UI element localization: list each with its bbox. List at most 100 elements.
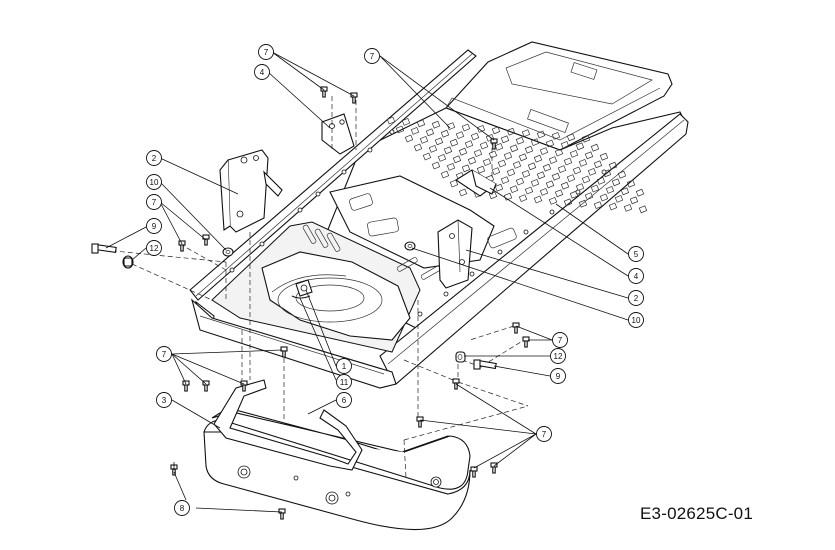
callout-label: 7: [162, 350, 167, 359]
callout-label: 10: [150, 178, 159, 187]
callout-11: 11: [336, 374, 352, 390]
perforation-hole: [536, 130, 546, 139]
perforation-hole: [530, 138, 540, 146]
callout-9: 9: [550, 368, 566, 384]
perforation-hole: [461, 123, 471, 132]
rail-hole: [389, 129, 395, 135]
perforation-hole: [617, 170, 627, 179]
callout-2: 2: [628, 290, 644, 306]
screw: [470, 466, 478, 478]
perforation-hole: [524, 186, 534, 195]
perforation-hole: [548, 156, 558, 164]
callout-label: 9: [152, 222, 157, 231]
perforation-hole: [548, 197, 558, 205]
callout-label: 4: [634, 272, 639, 281]
callout-label: 4: [260, 68, 265, 77]
perforation-hole: [497, 159, 507, 168]
perforation-hole: [569, 150, 579, 158]
perforation-hole: [578, 159, 588, 167]
perforation-hole: [590, 184, 600, 193]
perforation-hole: [587, 168, 597, 176]
perforation-hole: [542, 163, 552, 172]
perforation-hole: [575, 142, 585, 151]
callout-label: 1: [342, 362, 347, 371]
screw: [178, 240, 186, 252]
callout-label: 7: [152, 198, 157, 207]
perforation-hole: [584, 151, 594, 160]
drawing-code: E3-02625C-01: [640, 504, 753, 523]
perforation-hole: [581, 134, 591, 143]
perforation-hole: [449, 138, 459, 147]
perforation-hole: [533, 154, 543, 163]
perforation-hole: [578, 199, 588, 208]
perforation-hole: [452, 155, 462, 164]
perforation-hole: [551, 132, 561, 140]
callout-label: 12: [554, 352, 563, 361]
screw: [490, 462, 498, 474]
perforation-hole: [524, 145, 534, 154]
perforation-hole: [455, 131, 465, 139]
perforation-hole: [440, 129, 450, 138]
screw: [522, 336, 530, 348]
callout-8: 8: [174, 500, 190, 516]
callout-1: 1: [336, 358, 352, 374]
perforation-hole: [413, 143, 423, 152]
rail-hole: [523, 229, 529, 235]
perforation-hole: [428, 145, 438, 153]
seat-bracket-left: [219, 149, 283, 233]
perforation-hole: [635, 188, 645, 197]
perforation-hole: [521, 170, 531, 178]
callout-10: 10: [628, 312, 644, 328]
screw: [202, 380, 210, 392]
bolt-9-left: [91, 243, 117, 254]
rail-hole: [601, 169, 607, 175]
screw: [202, 234, 210, 246]
perforation-hole: [464, 140, 474, 148]
screw: [278, 508, 286, 520]
perforation-hole: [557, 165, 567, 173]
perforation-hole: [458, 188, 468, 197]
seat-bracket-right: [437, 219, 473, 289]
bolt-9-right: [473, 359, 497, 370]
perforation-hole: [608, 161, 618, 170]
callout-2: 2: [146, 150, 162, 166]
front-bumper-assembly: [203, 379, 471, 531]
callout-label: 7: [558, 336, 563, 345]
spacer-12-right: [455, 351, 466, 363]
callout-12: 12: [146, 240, 162, 256]
perforation-hole: [518, 194, 528, 202]
perforation-hole: [416, 119, 426, 128]
callout-4: 4: [254, 64, 270, 80]
callout-label: 2: [634, 294, 639, 303]
rail-hole: [443, 291, 449, 297]
perforation-hole: [626, 179, 636, 188]
perforation-hole: [614, 195, 624, 203]
perforation-hole: [440, 170, 450, 179]
perforation-hole: [437, 154, 447, 162]
rail-hole: [259, 241, 265, 247]
screw: [350, 92, 358, 104]
perforation-hole: [419, 136, 429, 144]
perforation-grid: [386, 116, 648, 214]
callout-label: 7: [264, 48, 269, 57]
perforation-hole: [581, 175, 591, 184]
perforation-hole: [422, 152, 432, 161]
perforation-hole: [599, 152, 609, 161]
callout-label: 12: [150, 244, 159, 253]
perforation-hole: [386, 116, 396, 125]
rail-hole: [367, 147, 373, 153]
perforation-hole: [473, 149, 483, 157]
perforation-hole: [509, 185, 519, 193]
callout-label: 7: [542, 430, 547, 439]
perforation-hole: [434, 137, 444, 146]
perforation-hole: [476, 165, 486, 174]
perforation-hole: [584, 192, 594, 200]
rail-hole: [417, 311, 423, 317]
screw: [280, 346, 288, 358]
perforation-hole: [533, 195, 543, 204]
rail-hole: [229, 267, 235, 273]
rail-hole: [297, 207, 303, 213]
rail-hole: [575, 189, 581, 195]
perforation-hole: [500, 176, 510, 184]
